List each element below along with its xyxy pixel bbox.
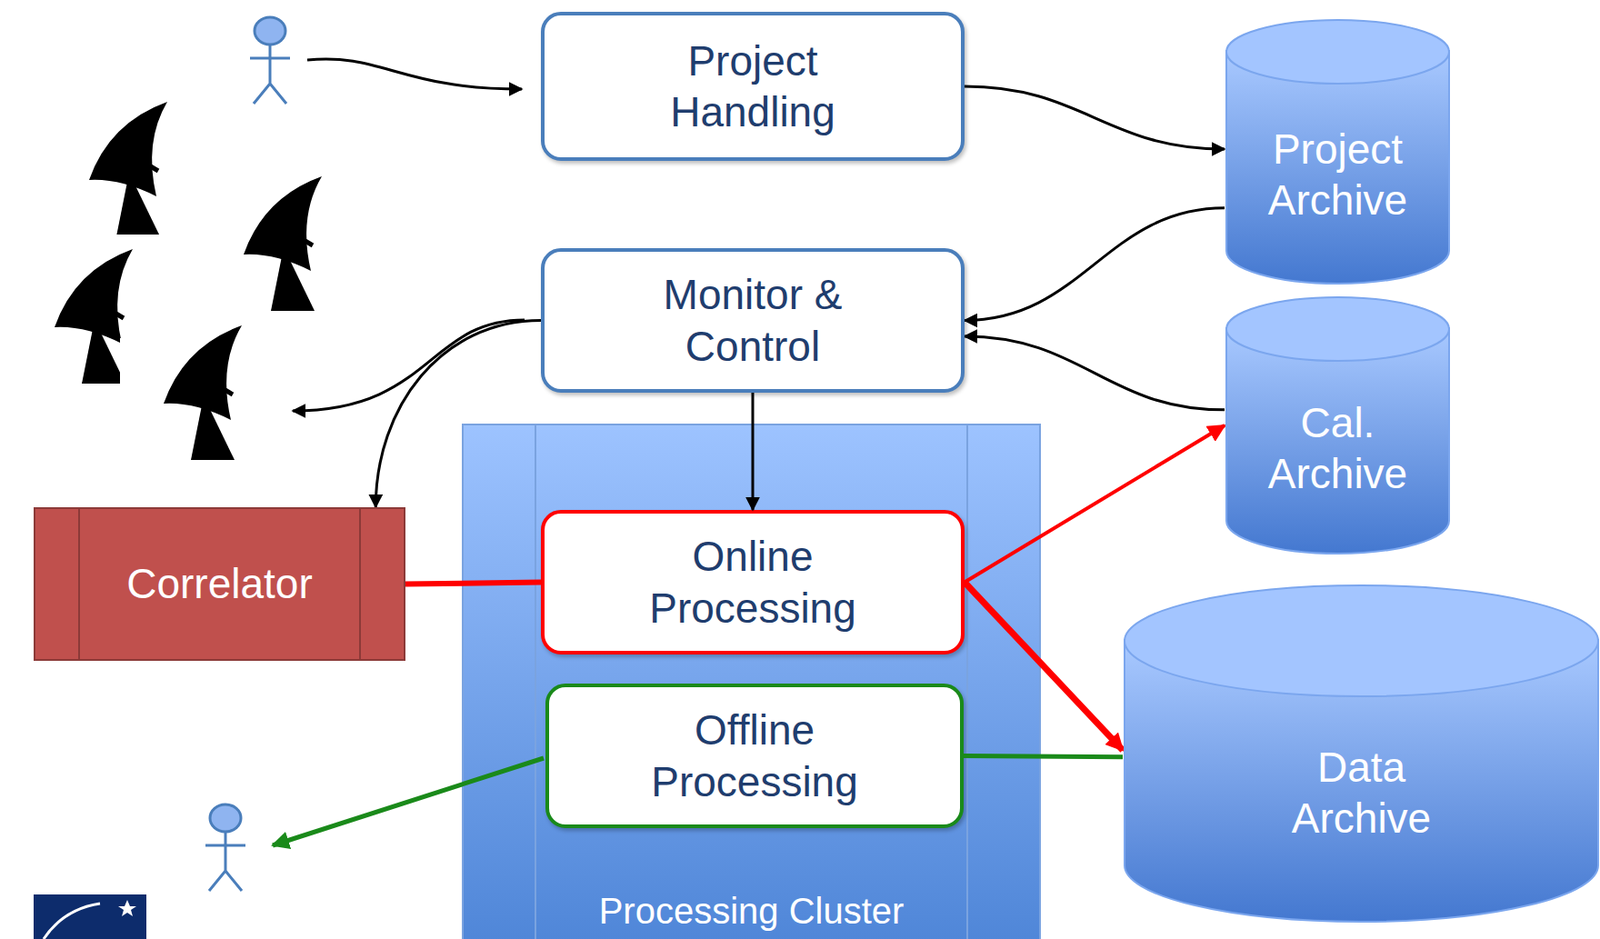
text-area: Data Archive <box>1122 583 1600 924</box>
text-area: Project Archive <box>1224 18 1451 286</box>
process-box: Online Processing <box>540 510 965 655</box>
process-box: Monitor & Control <box>540 248 965 393</box>
node-label: Online Processing <box>616 530 890 633</box>
user-arrow <box>307 59 522 90</box>
text-area: Monitor & Control <box>544 251 961 390</box>
correlator-divider <box>359 508 361 660</box>
user-head <box>254 17 286 45</box>
cylinder-top <box>1226 297 1450 361</box>
logo-star <box>118 900 137 917</box>
flow-connector <box>751 392 755 510</box>
logo-block <box>33 894 147 939</box>
flow-connector <box>964 86 1225 150</box>
control-arrow <box>292 320 525 411</box>
antenna-symbol <box>243 176 322 311</box>
user-figure <box>205 804 246 891</box>
node-label: Data Archive <box>1257 741 1467 844</box>
logo <box>33 894 147 939</box>
cylinder-top <box>1124 585 1599 697</box>
text-area: Project Handling <box>544 15 961 158</box>
flow-connector <box>964 336 1225 410</box>
text-area: Processing Cluster <box>461 882 1041 939</box>
flow-connector <box>375 320 541 509</box>
flow-connector <box>964 425 1225 583</box>
logo-arc <box>43 903 100 939</box>
antenna-group <box>9 98 357 460</box>
text-area: Correlator <box>33 507 406 661</box>
process-box: Offline Processing <box>545 683 964 829</box>
node-label: Project Archive <box>1244 123 1431 226</box>
cylinder-body <box>1226 328 1450 554</box>
antenna-symbol <box>89 101 168 237</box>
antenna-tile <box>34 98 204 244</box>
archive-cylinder: Cal. Archive <box>1224 295 1451 556</box>
cylinder-body <box>1226 50 1450 284</box>
correlator-body <box>34 508 405 660</box>
cluster-divider <box>534 424 537 939</box>
user-head <box>210 804 241 832</box>
antenna-symbol <box>163 325 242 460</box>
delivery-arrow <box>272 758 544 846</box>
correlator-box: Correlator <box>33 507 406 661</box>
flow-connector <box>963 756 1123 758</box>
user-figure <box>250 17 290 104</box>
node-label: Cal. Archive <box>1244 397 1431 500</box>
correlator-divider <box>78 508 80 660</box>
text-area: Online Processing <box>544 513 961 651</box>
antenna-tile <box>201 163 357 337</box>
archive-cylinder: Project Archive <box>1224 18 1451 286</box>
flow-connector <box>964 208 1225 321</box>
cylinder-top <box>1226 20 1450 84</box>
cluster-divider <box>966 424 969 939</box>
node-label: Correlator <box>126 558 313 610</box>
process-box: Project Handling <box>540 11 965 161</box>
flow-connector <box>405 582 541 585</box>
cluster-body <box>462 424 1040 939</box>
archive-cylinder: Data Archive <box>1122 583 1600 924</box>
text-area: Cal. Archive <box>1224 295 1451 556</box>
cluster-title: Processing Cluster <box>599 889 905 934</box>
user-body <box>250 44 290 104</box>
user-body <box>205 831 246 891</box>
node-label: Offline Processing <box>618 704 891 807</box>
node-label: Project Handling <box>616 35 890 138</box>
text-area: Offline Processing <box>549 687 960 825</box>
flow-connector <box>964 582 1123 751</box>
node-label: Monitor & Control <box>616 269 890 371</box>
